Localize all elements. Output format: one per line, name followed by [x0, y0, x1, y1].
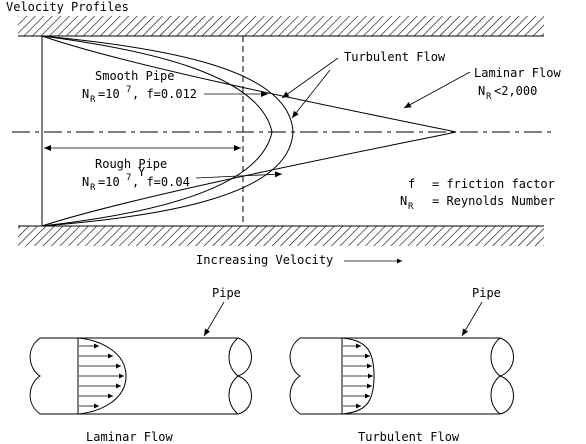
laminar-reynolds: N R <2,000 — [478, 84, 537, 102]
svg-text:, f=0.012: , f=0.012 — [132, 87, 197, 101]
svg-text:N: N — [478, 84, 485, 98]
turbulent-arrow-1 — [281, 57, 339, 99]
rough-pipe-profile-curve — [41, 35, 294, 227]
turbulent-pipe — [289, 337, 514, 415]
legend-reynolds-number: N R = Reynolds Number — [400, 194, 555, 212]
smooth-pipe-title: Smooth Pipe — [95, 69, 174, 83]
svg-text:= Reynolds Number: = Reynolds Number — [432, 194, 555, 208]
rough-pipe-title: Rough Pipe — [95, 157, 167, 171]
smooth-pipe-profile-curve — [41, 35, 273, 227]
increasing-velocity-label: Increasing Velocity — [196, 253, 333, 267]
pipe-wall-top — [18, 16, 544, 37]
turbulent-flow-label: Turbulent Flow — [344, 50, 446, 64]
svg-text:R: R — [90, 183, 96, 193]
svg-text:7: 7 — [126, 173, 131, 183]
rough-pipe-reynolds: N R =10 7 , f=0.04 — [82, 173, 190, 193]
svg-text:N: N — [82, 175, 89, 189]
svg-text:= friction factor: = friction factor — [432, 177, 555, 191]
svg-text:R: R — [90, 95, 96, 105]
svg-text:N: N — [82, 87, 89, 101]
turbulent-flow-caption: Turbulent Flow — [358, 430, 460, 444]
left-pipe-pointer-arrow — [203, 301, 225, 337]
laminar-velocity-arrows — [79, 343, 124, 409]
turbulent-arrow-2 — [291, 69, 331, 119]
legend-friction-factor: f = friction factor — [408, 177, 555, 191]
svg-text:=10: =10 — [98, 175, 120, 189]
laminar-pointer-arrow — [403, 71, 471, 109]
right-pipe-pointer-arrow — [461, 301, 483, 337]
right-pipe-label: Pipe — [472, 286, 501, 300]
pipe-wall-bottom — [18, 225, 544, 246]
y-label: Y — [138, 165, 146, 179]
laminar-pipe — [29, 337, 252, 415]
svg-text:R: R — [486, 92, 492, 102]
svg-text:7: 7 — [126, 85, 131, 95]
svg-text:, f=0.04: , f=0.04 — [132, 175, 190, 189]
left-pipe-label: Pipe — [212, 286, 241, 300]
svg-text:f: f — [408, 177, 415, 191]
smooth-pipe-reynolds: N R =10 7 , f=0.012 — [82, 85, 197, 105]
figure-title: Velocity Profiles — [6, 0, 129, 14]
svg-text:N: N — [400, 194, 407, 208]
turbulent-velocity-arrows — [343, 343, 373, 409]
laminar-flow-caption: Laminar Flow — [86, 430, 173, 444]
rough-pipe-pointer-arrow — [195, 171, 283, 179]
svg-text:=10: =10 — [98, 87, 120, 101]
laminar-flow-label: Laminar Flow — [474, 66, 561, 80]
svg-text:R: R — [408, 202, 414, 212]
laminar-profile-curve — [41, 35, 457, 227]
svg-text:<2,000: <2,000 — [494, 84, 537, 98]
